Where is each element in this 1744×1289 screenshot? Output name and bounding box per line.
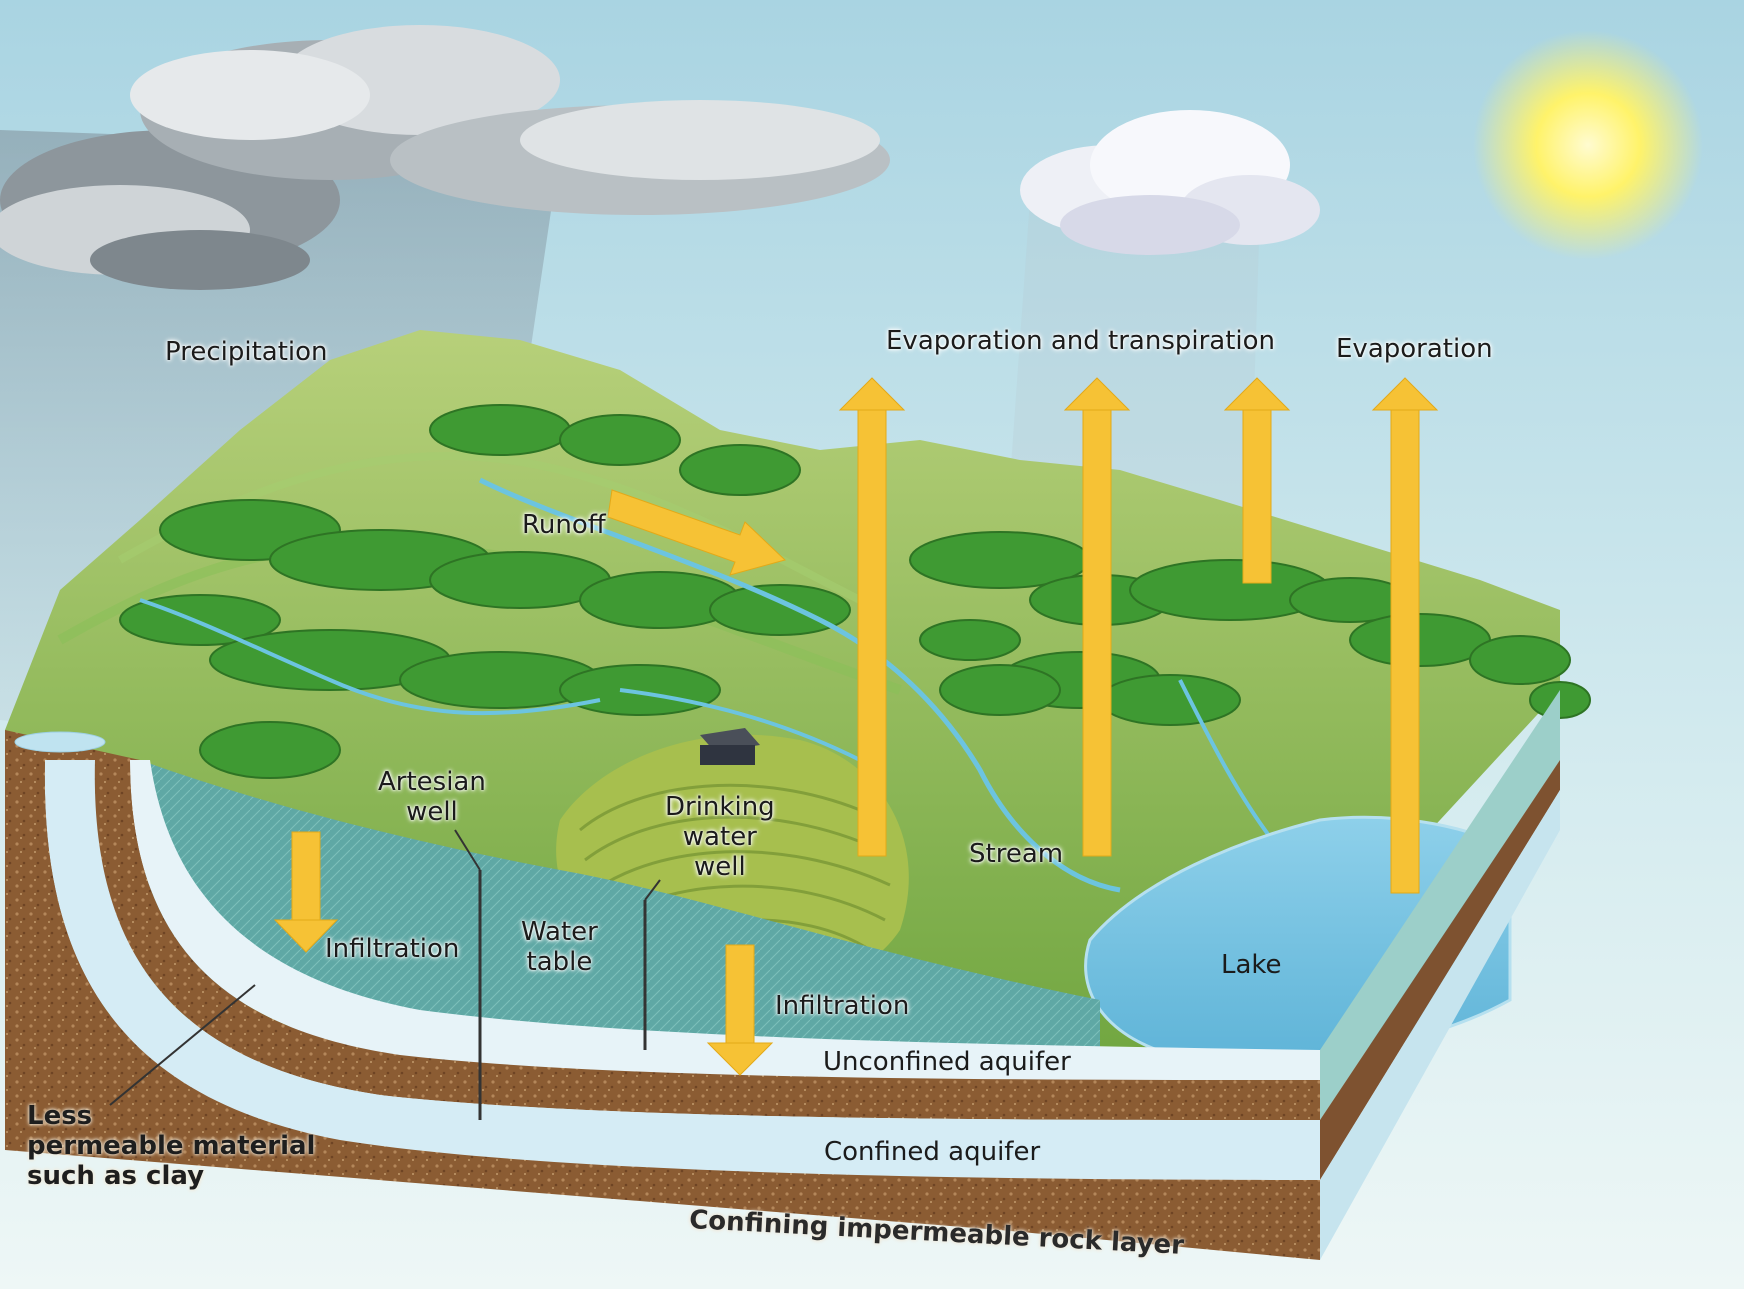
confining-rock-layer [5, 730, 1320, 1260]
farmhouse [700, 728, 760, 765]
drinking-label-line1: Drinking [665, 792, 775, 822]
drinking-label-line2: water [682, 821, 757, 852]
white-cloud [1020, 110, 1320, 255]
lake-label: Lake [1221, 950, 1282, 980]
drinking-water-well-label: Drinking water well [665, 792, 775, 883]
runoff-arrow [607, 489, 786, 576]
water-table-label-line2: table [526, 946, 593, 977]
runoff-label: Runoff [522, 510, 606, 540]
stream [478, 477, 1121, 893]
less-permeable-line3: such as clay [27, 1160, 205, 1191]
rain-shaft-right [1010, 200, 1260, 520]
less-permeable-line2: permeable material [27, 1130, 316, 1161]
less-permeable-line1: Less [27, 1101, 93, 1131]
storm-cloud [0, 25, 890, 290]
drinking-label-line3: well [693, 851, 746, 882]
infiltration-arrows [273, 831, 774, 1076]
confined-aquifer-band [44, 760, 1320, 1180]
infiltration-left-label: Infiltration [325, 934, 460, 964]
less-permeable-label: Less permeable material such as clay [27, 1101, 316, 1192]
water-table-label: Water table [521, 917, 598, 978]
saturated-zone [140, 760, 1100, 1060]
clay-layer [94, 760, 1320, 1120]
artesian-well-label-line2: well [406, 796, 458, 827]
artesian-leader-line [454, 829, 481, 871]
confined-aquifer-label: Confined aquifer [824, 1137, 1041, 1167]
stream-label: Stream [969, 839, 1064, 869]
unconfined-aquifer-label: Unconfined aquifer [823, 1047, 1071, 1077]
infiltration-right-label: Infiltration [775, 991, 910, 1021]
forest [119, 404, 1591, 779]
artesian-well-label: Artesian well [378, 767, 486, 828]
sun-icon [1473, 30, 1703, 260]
clay-leader-line [109, 984, 256, 1106]
water-table-label-line1: Water [521, 917, 598, 947]
evaporation-transpiration-label: Evaporation and transpiration [886, 326, 1276, 356]
evaporation-label: Evaporation [1336, 334, 1493, 364]
artesian-well-label-line1: Artesian [378, 767, 486, 797]
evaporation-arrows [838, 377, 1439, 894]
precipitation-label: Precipitation [165, 337, 328, 367]
